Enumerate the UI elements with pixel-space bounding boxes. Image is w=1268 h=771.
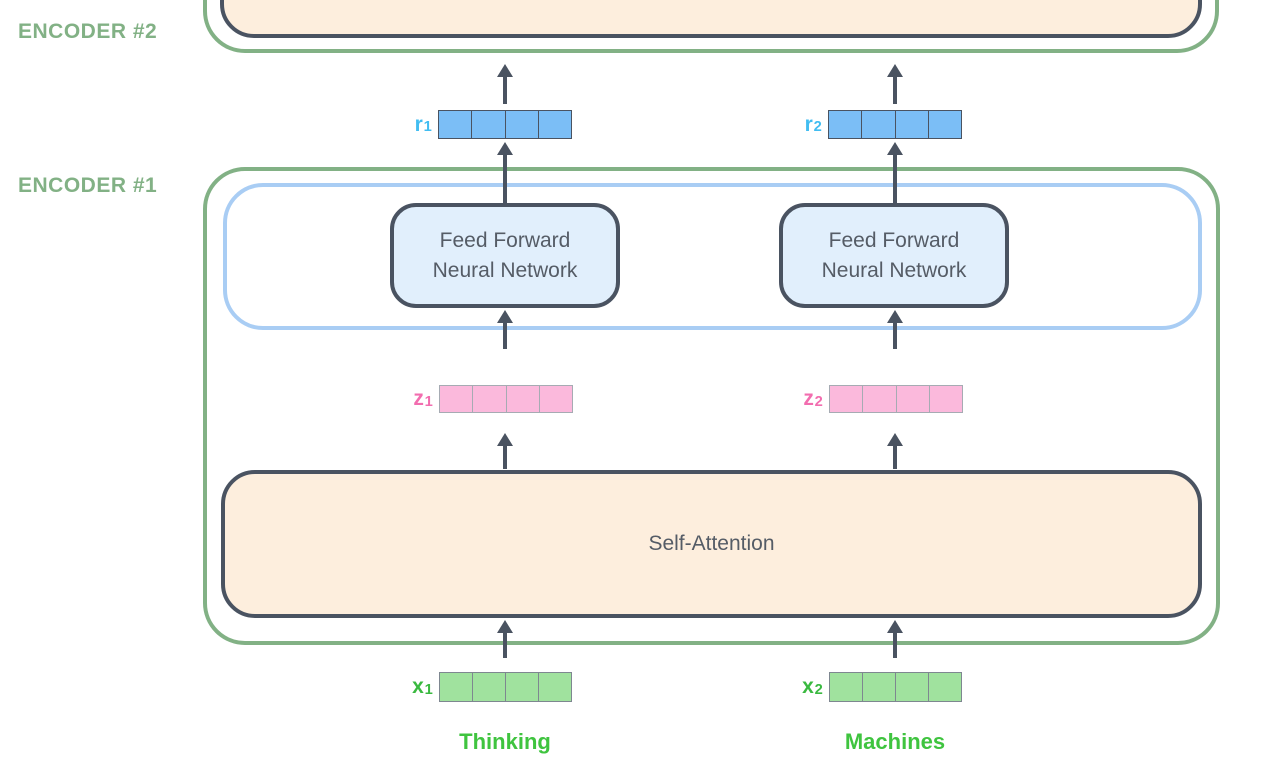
arrow-head-icon (887, 310, 903, 323)
arrow-head-icon (497, 620, 513, 633)
token-word-thinking: Thinking (459, 729, 551, 754)
self-attention-box: Self-Attention (221, 470, 1202, 618)
vector-cell (439, 111, 473, 138)
vector-cell (829, 111, 863, 138)
vector-r1 (438, 110, 572, 139)
vector-cell (830, 673, 863, 701)
vector-cell (863, 386, 897, 412)
arrow-head-icon (497, 142, 513, 155)
feed-forward-box-1-line1: Feed Forward (439, 228, 571, 252)
vector-cell (930, 386, 962, 412)
vector-cell (929, 111, 961, 138)
feed-forward-box-2-line1: Feed Forward (828, 228, 960, 252)
vector-cell (507, 386, 540, 412)
vector-r2 (828, 110, 962, 139)
vector-cell (540, 386, 572, 412)
encoder2-label: ENCODER #2 (18, 20, 158, 43)
vector-z1 (439, 385, 573, 413)
vector-cell (506, 673, 539, 701)
arrow-head-icon (497, 433, 513, 446)
arrow-head-icon (497, 64, 513, 77)
vector-cell (473, 386, 507, 412)
vector-x1 (439, 672, 572, 702)
vector-cell (862, 111, 896, 138)
arrow-head-icon (887, 64, 903, 77)
feed-forward-layer-container (223, 183, 1202, 330)
vector-cell (440, 673, 473, 701)
arrow-head-icon (497, 310, 513, 323)
vector-cell (473, 673, 506, 701)
feed-forward-box-1-line2: Neural Network (432, 258, 578, 282)
vector-cell (929, 673, 961, 701)
vector-cell (896, 673, 929, 701)
feed-forward-box-1: Feed Forward Neural Network (390, 203, 620, 308)
vector-cell (539, 673, 571, 701)
self-attention-label: Self-Attention (648, 532, 775, 555)
arrow-head-icon (887, 620, 903, 633)
vector-cell (472, 111, 506, 138)
vector-z2 (829, 385, 963, 413)
encoder2-box (203, 0, 1219, 53)
feed-forward-box-2: Feed Forward Neural Network (779, 203, 1009, 308)
arrow-head-icon (887, 433, 903, 446)
vector-x2 (829, 672, 962, 702)
vector-cell (440, 386, 474, 412)
vector-cell (863, 673, 896, 701)
feed-forward-box-2-line2: Neural Network (821, 258, 967, 282)
vector-cell (896, 111, 929, 138)
encoder2-self-attention-box (220, 0, 1202, 38)
vector-cell (539, 111, 571, 138)
vector-cell (897, 386, 930, 412)
arrow-head-icon (887, 142, 903, 155)
vector-cell (506, 111, 539, 138)
encoder1-label: ENCODER #1 (18, 174, 158, 197)
vector-cell (830, 386, 864, 412)
token-word-machines: Machines (844, 729, 946, 754)
